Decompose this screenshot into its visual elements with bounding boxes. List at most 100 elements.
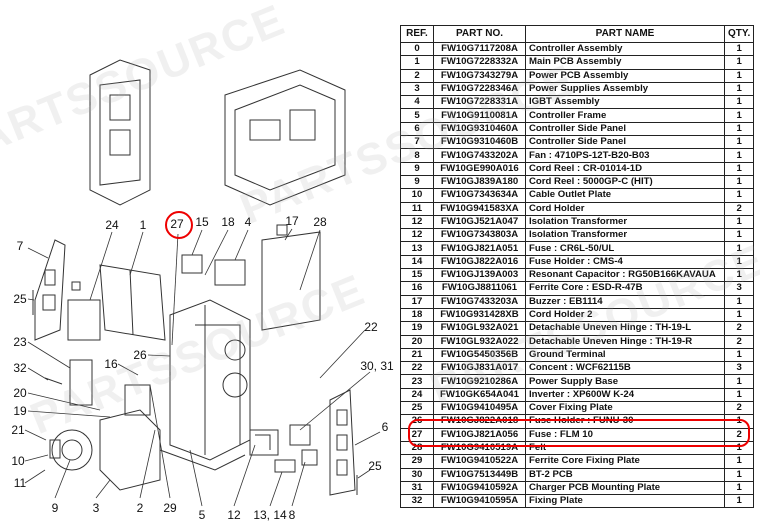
callout-label: 30, 31 [360,359,394,373]
cell-ref: 9 [400,161,434,176]
cell-part-no: FW10GJ139A003 [433,268,526,283]
cell-part-name: Ferrite Core Fixing Plate [525,454,725,469]
cell-part-no: FW10GL932A021 [433,321,526,336]
callout-label: 21 [11,423,25,437]
cell-part-name: Cord Holder [525,201,725,216]
callout-label: 9 [51,501,59,515]
cell-part-no: FW10G5450356B [433,347,526,363]
cell-part-no: FW10GK654A041 [433,387,526,403]
callout-label: 7 [16,239,24,253]
cell-qty: 1 [723,174,755,190]
cell-part-name: Power Supply Base [525,374,725,389]
cell-ref: 20 [400,334,434,349]
cell-part-name: Ground Terminal [525,347,725,363]
cell-ref: 2 [400,68,434,83]
cell-part-no: FW10G7228331A [433,95,526,110]
cell-qty: 1 [723,55,755,70]
cell-qty: 1 [723,387,755,403]
callout-label: 20 [13,386,27,400]
cell-part-no: FW10G9410595A [433,494,526,509]
cell-qty: 1 [723,68,755,83]
cell-part-name: Controller Frame [525,108,725,123]
cell-part-no: FW10G7117208A [433,41,526,57]
cell-ref: 29 [400,454,434,469]
cell-ref: 19 [400,321,434,336]
cell-qty: 2 [723,334,755,349]
callout-label: 11 [13,476,27,490]
callout-label: 13, 14 [253,508,287,522]
header-qty: QTY. [723,25,755,43]
cell-ref: 8 [400,148,434,163]
cell-ref: 23 [400,374,434,389]
cell-ref: 9 [400,174,434,190]
cell-part-name: Resonant Capacitor : RG50B166KAVAUA [525,268,725,283]
cell-ref: 17 [400,294,434,309]
cell-qty: 1 [723,454,755,469]
cell-ref: 1 [400,55,434,70]
cell-part-no: FW10G9310460A [433,121,526,137]
cell-ref: 18 [400,307,434,323]
cell-qty: 1 [723,494,755,509]
cell-ref: 7 [400,135,434,150]
cell-ref: 11 [400,201,434,216]
callout-label: 23 [13,335,27,349]
callout-label: 25 [368,459,382,473]
cell-ref: 5 [400,108,434,123]
cell-qty: 1 [723,294,755,309]
cell-part-name: Detachable Uneven Hinge : TH-19-R [525,334,725,349]
cell-part-name: Concent : WCF62115B [525,361,725,376]
cell-qty: 2 [723,401,755,416]
callout-label: 8 [288,508,296,522]
callout-label: 25 [13,292,27,306]
cell-qty: 1 [723,121,755,137]
cell-ref: 25 [400,401,434,416]
cell-part-name: Cord Reel : CR-01014-1D [525,161,725,176]
cell-part-no: FW10G7228332A [433,55,526,70]
callout-label: 24 [105,218,119,232]
cell-part-name: Fixing Plate [525,494,725,509]
header-ref: REF. [400,25,434,43]
cell-qty: 1 [723,228,755,243]
cell-part-no: FW10G7343634A [433,188,526,203]
cell-part-no: FW10GL932A022 [433,334,526,349]
cell-ref: 22 [400,361,434,376]
assembled-unit-left [89,59,151,206]
callout-label: 3 [92,501,100,515]
callout-label: 32 [13,361,27,375]
header-part-no: PART NO. [433,25,526,43]
callout-label: 10 [11,454,25,468]
callout-label: 26 [133,348,147,362]
cell-part-no: FW10G9410592A [433,480,526,496]
cell-part-name: Power PCB Assembly [525,68,725,83]
cell-part-name: Controller Assembly [525,41,725,57]
cell-ref: 4 [400,95,434,110]
callout-27-highlight-circle [165,211,193,239]
cell-qty: 1 [723,108,755,123]
cell-ref: 32 [400,494,434,509]
callout-label: 19 [13,404,27,418]
header-part-name: PART NAME [525,25,725,43]
cell-part-no: FW10G7513449B [433,467,526,482]
cell-qty: 1 [723,41,755,57]
cell-qty: 1 [723,254,755,270]
cell-part-name: Controller Side Panel [525,121,725,137]
cell-part-name: Buzzer : EB1114 [525,294,725,309]
cell-part-no: FW10G9410495A [433,401,526,416]
cell-part-no: FW10G9310460B [433,135,526,150]
cell-part-name: Controller Side Panel [525,135,725,150]
